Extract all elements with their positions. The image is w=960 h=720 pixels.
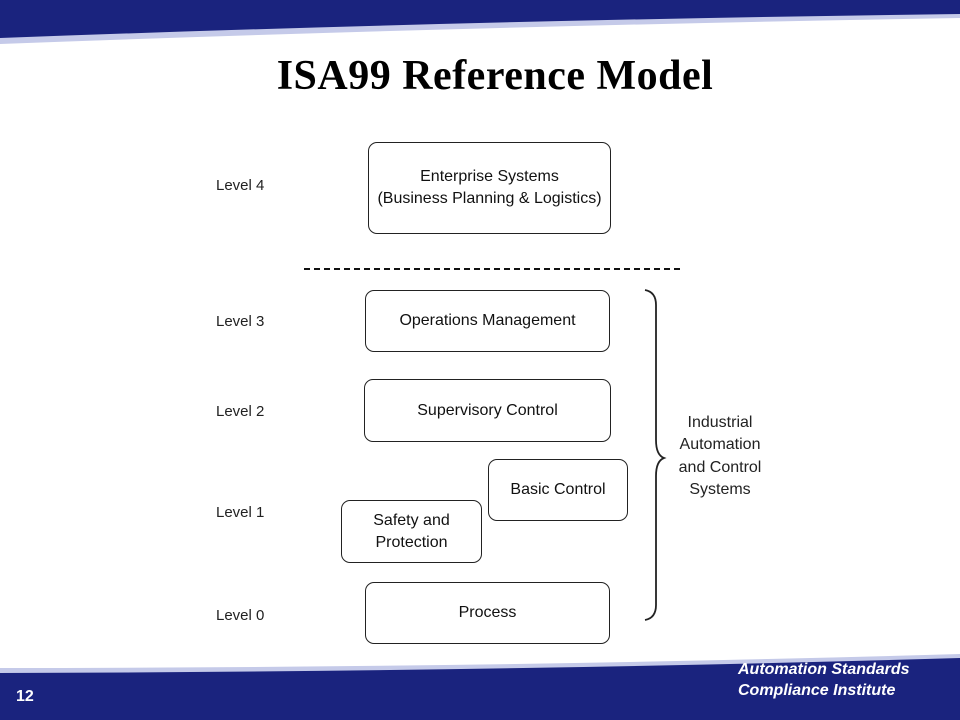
basic-control-label: Basic Control <box>510 481 606 499</box>
process-label: Process <box>458 604 517 622</box>
safety-protection-box: Safety and Protection <box>341 500 482 563</box>
page-number: 12 <box>16 688 34 705</box>
enterprise-systems-box: Enterprise Systems (Business Planning & … <box>368 142 611 234</box>
level-2-label: Level 2 <box>216 403 265 420</box>
operations-management-label: Operations Management <box>399 312 576 330</box>
page-title: ISA99 Reference Model <box>276 53 714 99</box>
level-divider <box>304 268 680 270</box>
operations-management-box: Operations Management <box>365 290 610 352</box>
level-1-label: Level 1 <box>216 504 265 521</box>
footer-organization: Automation Standards Compliance Institut… <box>738 661 910 699</box>
level-4-label: Level 4 <box>216 177 265 194</box>
iacs-label: Industrial Automation and Control System… <box>678 414 762 499</box>
level-0-label: Level 0 <box>216 607 265 624</box>
level-3-label: Level 3 <box>216 313 265 330</box>
supervisory-control-box: Supervisory Control <box>364 379 611 442</box>
process-box: Process <box>365 582 610 644</box>
enterprise-systems-label: Enterprise Systems (Business Planning & … <box>377 168 602 207</box>
supervisory-control-label: Supervisory Control <box>417 401 558 419</box>
bottom-banner <box>0 658 960 720</box>
basic-control-box: Basic Control <box>488 459 628 521</box>
bracket <box>644 289 667 621</box>
safety-protection-label: Safety and Protection <box>373 511 450 551</box>
top-banner <box>0 0 960 38</box>
